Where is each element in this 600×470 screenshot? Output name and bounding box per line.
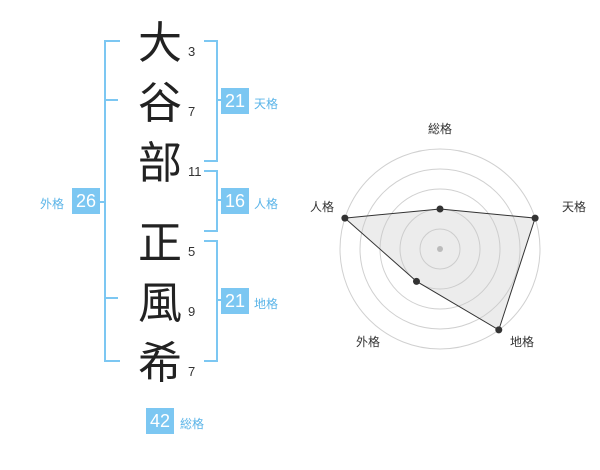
radar-point-5 [341,214,349,222]
radar-point-3 [495,326,503,334]
radar-axis-label: 外格 [356,334,380,349]
gaikaku-value: 26 [72,188,101,214]
stroke-count-5: 9 [188,304,196,319]
name-char-5: 風 [138,278,182,329]
name-char-1: 大 [138,18,182,69]
radar-axis-label: 天格 [562,199,586,214]
name-char-3: 部 [138,138,182,189]
name-char-6: 希 [138,338,182,389]
stroke-count-6: 7 [188,364,196,379]
tenkaku-bracket [204,40,218,162]
radar-ring [419,228,461,270]
stroke-count-2: 7 [188,104,196,119]
gaikaku-bracket-tick-2 [104,297,118,299]
chikaku-value: 21 [221,288,250,314]
radar-ring [339,148,541,350]
chikaku-label: 地格 [254,297,279,311]
gaikaku-bracket-tick-1 [104,99,118,101]
name-char-2: 谷 [138,78,182,129]
name-char-4: 正 [138,218,182,269]
jinkaku-value: 16 [221,188,250,214]
soukaku-label: 総格 [180,417,205,431]
stroke-count-4: 5 [188,244,196,259]
radar-axis-label: 地格 [510,334,534,349]
radar-axis-label: 総格 [428,121,452,136]
stroke-count-1: 3 [188,44,196,59]
gaikaku-connector [98,201,106,203]
chikaku-bracket [204,240,218,362]
gaikaku-label: 外格 [40,197,65,211]
radar-point-2 [531,214,539,222]
chikaku-connector [216,299,222,301]
radar-center [437,246,443,252]
radar-area [343,208,536,331]
jinkaku-connector [216,199,222,201]
radar-axis-label: 人格 [310,199,334,214]
radar-point-4 [412,277,420,285]
jinkaku-bracket [204,170,218,232]
soukaku-value: 42 [146,408,175,434]
tenkaku-connector [216,99,222,101]
stroke-count-3: 11 [188,164,202,179]
jinkaku-label: 人格 [254,197,279,211]
radar-point-1 [436,205,444,213]
radar-ring [359,168,521,330]
tenkaku-label: 天格 [254,97,279,111]
tenkaku-value: 21 [221,88,250,114]
